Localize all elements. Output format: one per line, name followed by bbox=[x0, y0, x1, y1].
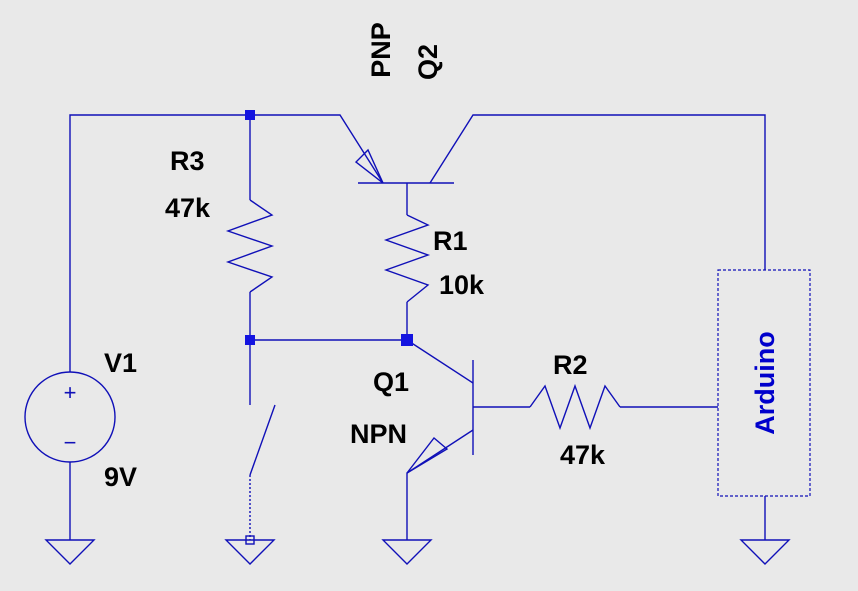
v1-value-label: 9V bbox=[104, 462, 137, 492]
q1-npn-transistor bbox=[406, 360, 474, 474]
wire-q1-collector bbox=[406, 339, 474, 384]
v1-plus-sign: + bbox=[64, 380, 77, 405]
junction-dot-r1 bbox=[401, 334, 413, 346]
r2-name-label: R2 bbox=[553, 350, 588, 380]
v1-voltage-source: + − bbox=[24, 371, 116, 463]
ground-symbol-v1 bbox=[44, 539, 96, 565]
v1-minus-sign: − bbox=[64, 430, 77, 455]
q1-name-label: Q1 bbox=[373, 367, 409, 397]
q2-name-label: Q2 bbox=[413, 44, 443, 80]
r1-resistor bbox=[383, 214, 431, 303]
r3-value-label: 47k bbox=[165, 193, 211, 223]
q2-pnp-transistor bbox=[354, 148, 454, 184]
wires bbox=[69, 114, 766, 540]
ground-symbol-q1 bbox=[381, 539, 433, 565]
junction-dot-top bbox=[245, 110, 255, 120]
ground-symbol-arduino bbox=[739, 539, 791, 565]
wire-q1-emitter bbox=[406, 429, 474, 540]
ground-symbol-switch bbox=[224, 539, 276, 565]
q1-type-label: NPN bbox=[350, 419, 407, 449]
r3-name-label: R3 bbox=[170, 146, 205, 176]
r1-value-label: 10k bbox=[439, 270, 485, 300]
v1-name-label: V1 bbox=[104, 348, 137, 378]
r2-value-label: 47k bbox=[560, 440, 606, 470]
q2-type-label: PNP bbox=[366, 22, 396, 78]
arduino-label: Arduino bbox=[750, 331, 780, 434]
r2-resistor bbox=[529, 383, 621, 431]
junction-dot-r3 bbox=[245, 335, 255, 345]
r1-name-label: R1 bbox=[433, 226, 468, 256]
wire-top-right bbox=[429, 114, 766, 270]
r3-resistor bbox=[225, 199, 275, 293]
arduino-block: Arduino bbox=[717, 269, 811, 497]
wire-top-left bbox=[69, 114, 384, 372]
